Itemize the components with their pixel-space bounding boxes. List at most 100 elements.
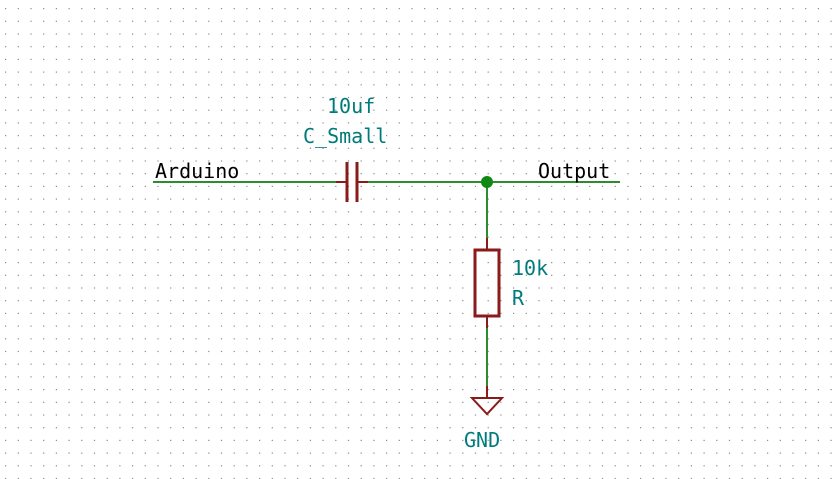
grid-dot [665, 185, 667, 187]
grid-dot [424, 274, 426, 276]
grid-dot [487, 147, 489, 149]
grid-dot [513, 439, 515, 441]
net-label-arduino[interactable]: Arduino [155, 159, 239, 183]
resistor-symbol[interactable] [473, 238, 501, 328]
grid-dot [43, 46, 45, 48]
grid-dot [81, 439, 83, 441]
grid-dot [5, 84, 7, 86]
grid-dot [208, 8, 210, 10]
grid-dot [386, 300, 388, 302]
grid-dot [741, 312, 743, 314]
grid-dot [170, 350, 172, 353]
grid-dot [360, 33, 362, 35]
grid-dot [297, 338, 299, 340]
grid-dot [741, 338, 743, 340]
grid-dot [690, 46, 692, 48]
grid-dot [398, 223, 400, 226]
grid-dot [640, 439, 642, 441]
capacitor-value[interactable]: 10uf [327, 94, 375, 118]
grid-dot [132, 58, 134, 60]
grid-dot [601, 33, 604, 35]
grid-dot [119, 338, 121, 340]
grid-dot [538, 71, 540, 73]
grid-dot [754, 389, 756, 391]
resistor-reference[interactable]: R [512, 286, 525, 310]
grid-dot [119, 223, 121, 226]
grid-dot [449, 185, 451, 187]
grid-dot [30, 465, 32, 467]
grid-dot [500, 20, 502, 22]
grid-dot [525, 58, 527, 60]
grid-dot [576, 452, 578, 454]
grid-dot [93, 96, 96, 99]
net-label-output[interactable]: Output [538, 159, 610, 183]
grid-dot [551, 147, 553, 149]
grid-dot [779, 236, 781, 238]
grid-dot [144, 300, 146, 302]
grid-dot [55, 71, 57, 73]
grid-dot [487, 20, 489, 22]
grid-dot [297, 236, 299, 238]
grid-dot [246, 477, 248, 479]
grid-dot [119, 312, 121, 314]
grid-dot [678, 71, 680, 73]
grid-dot [614, 363, 616, 365]
grid-dot [830, 122, 832, 124]
capacitor-symbol[interactable] [336, 162, 368, 202]
grid-dot [728, 274, 731, 276]
grid-dot [589, 20, 591, 22]
grid-dot [5, 173, 7, 175]
grid-dot [360, 350, 362, 353]
grid-dot [411, 262, 413, 264]
grid-dot [30, 376, 32, 378]
grid-dot [297, 401, 299, 403]
grid-dot [614, 376, 616, 378]
grid-dot [386, 71, 388, 73]
grid-dot [436, 71, 438, 73]
grid-dot [43, 427, 45, 429]
grid-dot [119, 401, 121, 403]
grid-dot [474, 452, 477, 454]
grid-dot [55, 122, 57, 124]
grid-dot [487, 262, 489, 264]
grid-dot [373, 20, 375, 22]
grid-dot [170, 300, 172, 302]
grid-dot [754, 477, 756, 479]
grid-dot [93, 401, 96, 403]
ground-symbol[interactable] [469, 386, 505, 416]
grid-dot [474, 439, 477, 441]
grid-dot [17, 465, 19, 467]
grid-dot [195, 33, 197, 35]
grid-dot [665, 135, 667, 137]
ground-label[interactable]: GND [464, 428, 500, 452]
grid-dot [792, 84, 794, 86]
grid-dot [195, 84, 197, 86]
grid-dot [640, 465, 642, 467]
grid-dot [627, 84, 629, 86]
resistor-value[interactable]: 10k [512, 256, 548, 280]
grid-dot [398, 262, 400, 264]
grid-dot [106, 8, 108, 10]
grid-dot [576, 147, 578, 149]
grid-dot [690, 439, 692, 441]
grid-dot [43, 274, 45, 276]
grid-dot [525, 452, 527, 454]
grid-dot [601, 249, 604, 251]
grid-dot [601, 173, 604, 175]
grid-dot [716, 20, 718, 22]
grid-dot [741, 427, 743, 429]
grid-dot [767, 312, 769, 314]
grid-dot [500, 109, 502, 111]
grid-dot [271, 211, 273, 213]
grid-dot [271, 363, 273, 365]
grid-dot [182, 300, 184, 302]
grid-dot [347, 465, 350, 467]
capacitor-reference[interactable]: C_Small [303, 124, 387, 148]
grid-dot [17, 8, 19, 10]
grid-dot [55, 160, 57, 162]
grid-dot [640, 198, 642, 200]
grid-dot [462, 376, 464, 378]
grid-dot [436, 84, 438, 86]
grid-dot [754, 122, 756, 124]
